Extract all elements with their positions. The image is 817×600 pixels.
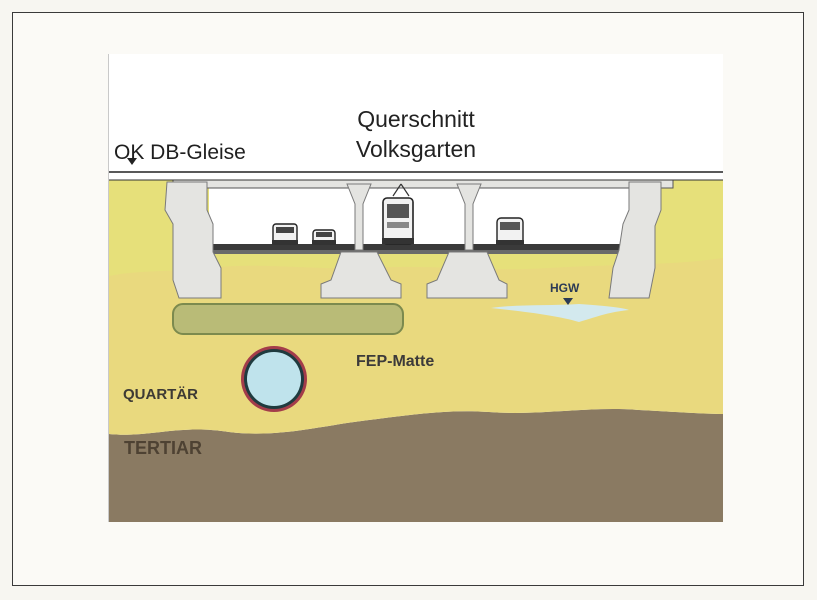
track-level-label: OK DB-Gleise bbox=[114, 141, 246, 164]
van bbox=[496, 217, 524, 245]
tertiary-label: TERTIAR bbox=[124, 438, 202, 458]
cross-section-diagram bbox=[109, 158, 723, 522]
groundwater-marker bbox=[563, 298, 573, 305]
quaternary-label: QUARTÄR bbox=[123, 386, 198, 403]
fep-mat bbox=[172, 303, 404, 335]
right-abutment bbox=[608, 181, 662, 299]
car-1 bbox=[272, 223, 298, 245]
road-base bbox=[205, 250, 625, 254]
pier-right-footing bbox=[426, 251, 508, 299]
title-line-1: Querschnitt bbox=[357, 106, 475, 132]
fep-mat-label: FEP-Matte bbox=[356, 353, 435, 370]
pier-left-footing bbox=[320, 251, 402, 299]
track-level-marker bbox=[127, 158, 137, 165]
tertiary-soil-layer bbox=[109, 409, 723, 522]
groundwater-area bbox=[491, 304, 629, 322]
title-line-2: Volksgarten bbox=[355, 136, 477, 162]
car-2 bbox=[312, 229, 336, 245]
pier-left-column bbox=[346, 183, 372, 251]
tram bbox=[382, 183, 414, 245]
groundwater-label: HGW bbox=[550, 281, 580, 295]
pier-right-column bbox=[456, 183, 482, 251]
tunnel-pipe-interior bbox=[247, 352, 301, 406]
underpass-void bbox=[209, 186, 629, 248]
road-surface bbox=[205, 244, 625, 250]
diagram-panel: Querschnitt Volksgarten bbox=[108, 54, 723, 522]
bridge-deck bbox=[172, 179, 674, 189]
left-abutment bbox=[164, 181, 222, 299]
